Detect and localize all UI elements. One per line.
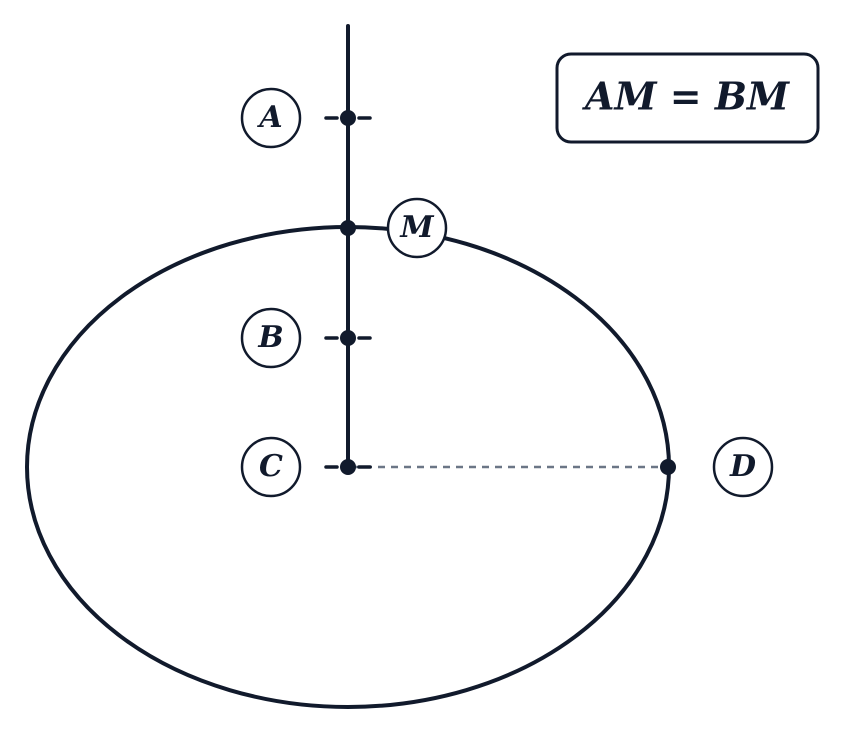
- label-b: B: [240, 307, 302, 369]
- label-d-text: D: [729, 449, 756, 484]
- label-c-text: C: [259, 449, 283, 484]
- formula-box: AM = BM: [555, 52, 820, 144]
- label-a: A: [240, 87, 302, 149]
- point-d-dot: [660, 459, 676, 475]
- formula-text: AM = BM: [582, 74, 790, 119]
- label-b-text: B: [257, 320, 283, 355]
- point-c-dot: [340, 459, 356, 475]
- label-d: D: [712, 436, 774, 498]
- label-m-text: M: [399, 210, 434, 245]
- point-a-dot: [340, 110, 356, 126]
- point-b-dot: [340, 330, 356, 346]
- point-m-dot: [340, 220, 356, 236]
- label-m: M: [386, 197, 448, 259]
- label-a-text: A: [256, 100, 282, 135]
- label-c: C: [240, 436, 302, 498]
